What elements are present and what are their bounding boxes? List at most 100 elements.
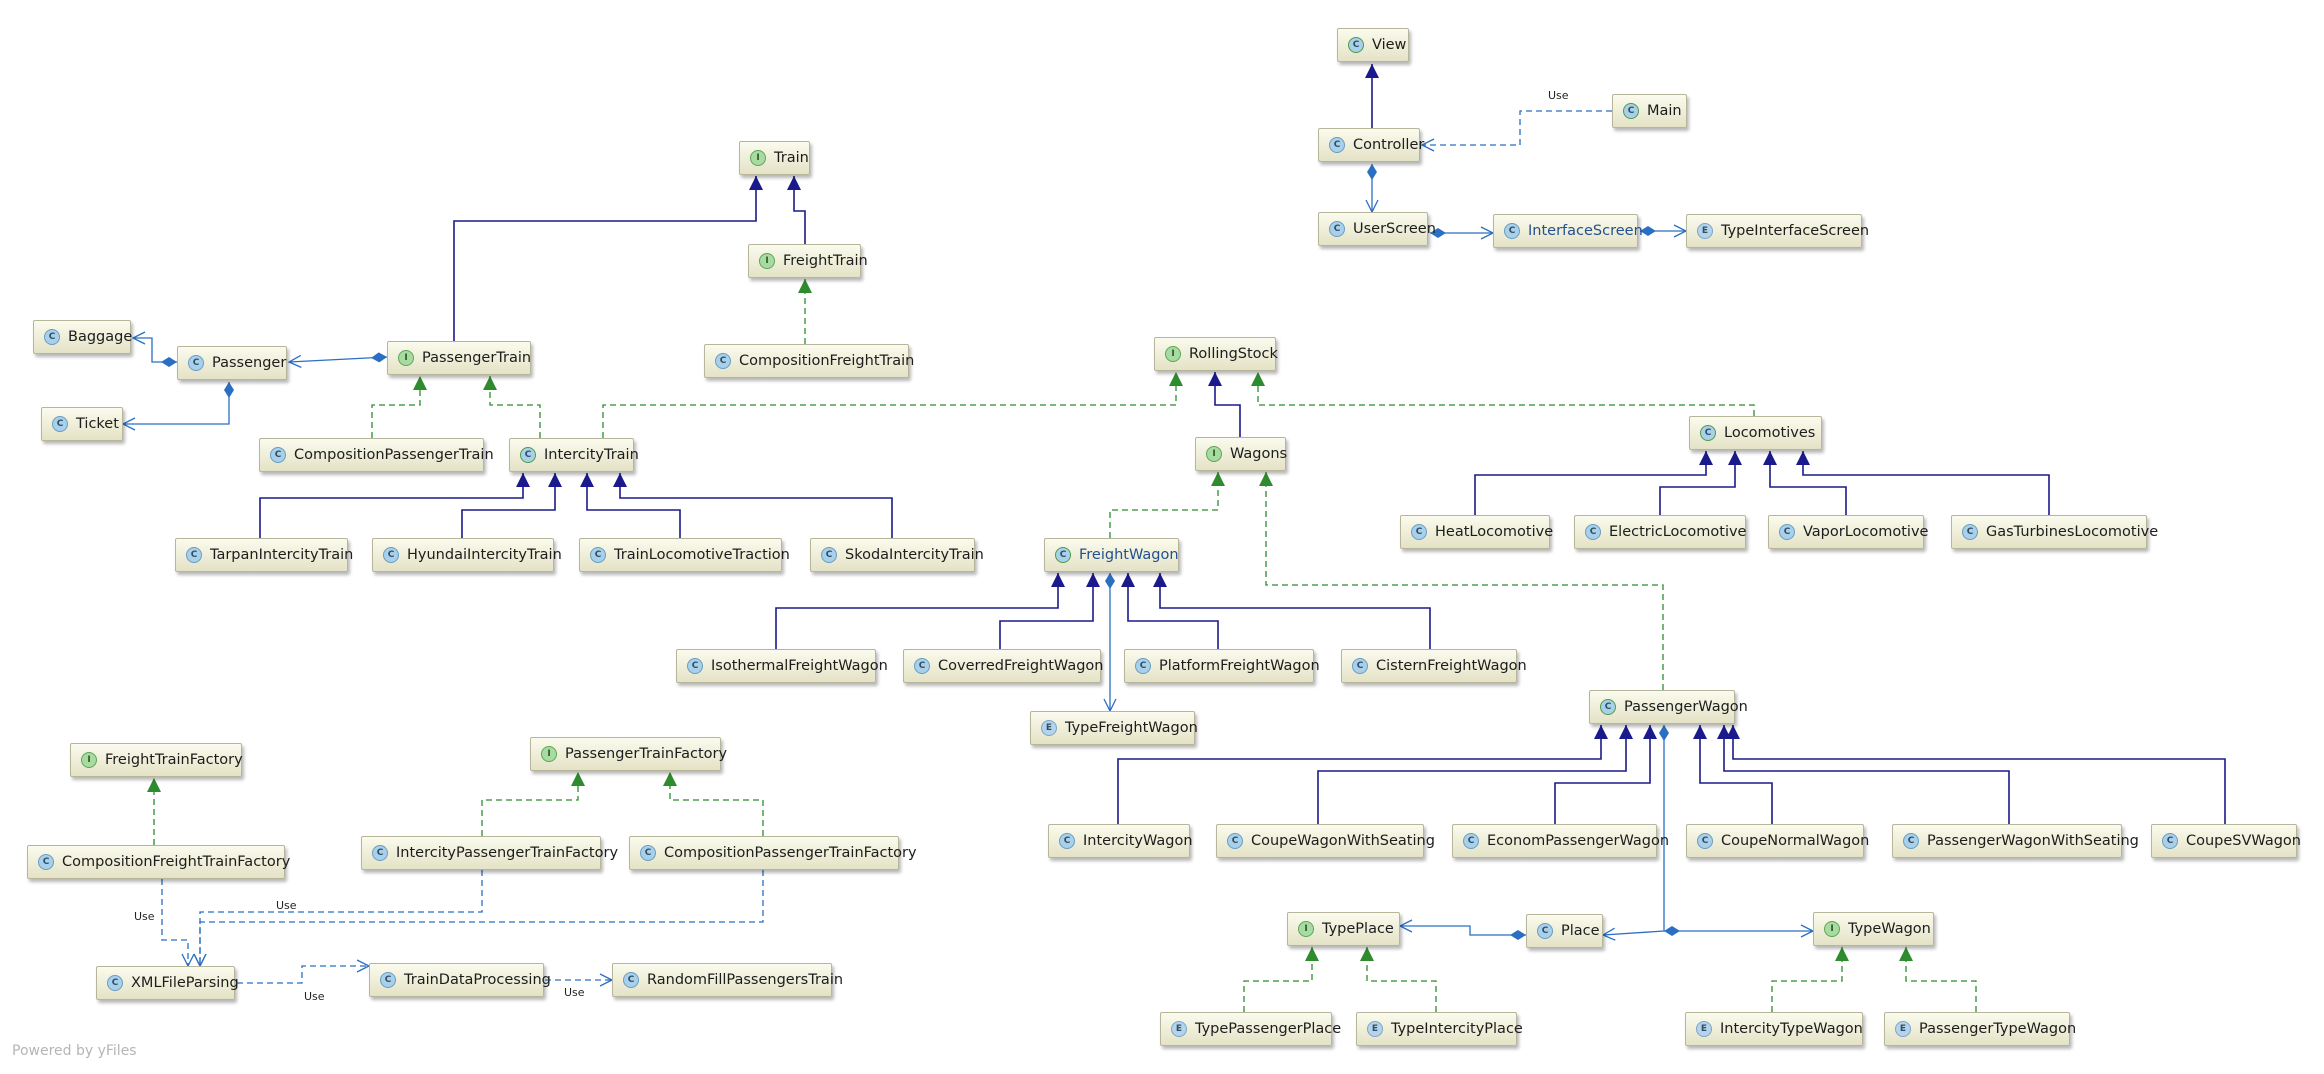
edge-extends (1659, 451, 1742, 515)
edge-use (161, 879, 195, 968)
edge-implements (483, 376, 541, 438)
abstract-class-icon: C (520, 447, 536, 463)
edge-implements (602, 372, 1183, 438)
arrowhead (147, 778, 161, 792)
abstract-class-icon: C (1700, 425, 1716, 441)
use-label: Use (564, 986, 585, 999)
arrowhead (413, 376, 427, 390)
diamond-icon (224, 382, 234, 398)
edge-composition (287, 352, 388, 368)
node-label: FreightWagon (1079, 547, 1179, 563)
edge-extends (461, 473, 562, 538)
node-label: VaporLocomotive (1803, 524, 1929, 540)
arrowhead (1699, 451, 1713, 465)
class-icon: C (1329, 137, 1345, 153)
node-label: RandomFillPassengersTrain (647, 972, 844, 988)
edge-extends (1726, 725, 2226, 824)
node-label: CompositionPassengerTrainFactory (664, 845, 917, 861)
arrowhead (1051, 573, 1065, 587)
node-label: Train (774, 150, 809, 166)
node-label: PassengerTypeWagon (1919, 1021, 2077, 1037)
diamond-icon (1430, 228, 1446, 238)
class-icon: C (44, 329, 60, 345)
node-baggage[interactable]: C Baggage (33, 320, 133, 354)
edge-extends (1317, 725, 1633, 824)
arrowhead (483, 376, 497, 390)
arrowhead (131, 331, 146, 345)
node-label: Baggage (68, 329, 133, 345)
node-label: TypeWagon (1848, 921, 1931, 937)
edge-extends (1208, 372, 1241, 437)
diamond-icon (1367, 164, 1377, 180)
node-label: IsothermalFreightWagon (711, 658, 888, 674)
node-composition-passenger-train-factory[interactable]: C CompositionPassengerTrainFactory (629, 836, 917, 870)
node-label: CompositionPassengerTrain (294, 447, 494, 463)
edge-implements (1771, 947, 1849, 1012)
node-locomotives[interactable]: C Locomotives (1689, 416, 1822, 450)
node-label: PassengerTrainFactory (565, 746, 728, 762)
edge-extends (1796, 451, 2050, 515)
edge-composition (1365, 164, 1379, 214)
arrowhead (1643, 725, 1657, 739)
class-icon: C (1962, 524, 1978, 540)
use-label: Use (134, 910, 155, 923)
class-icon: C (640, 845, 656, 861)
node-label: Locomotives (1724, 425, 1816, 441)
arrowhead (1169, 372, 1183, 386)
arrowhead (613, 473, 627, 487)
edge-composition (1430, 226, 1495, 240)
node-label: Passenger (212, 355, 287, 371)
